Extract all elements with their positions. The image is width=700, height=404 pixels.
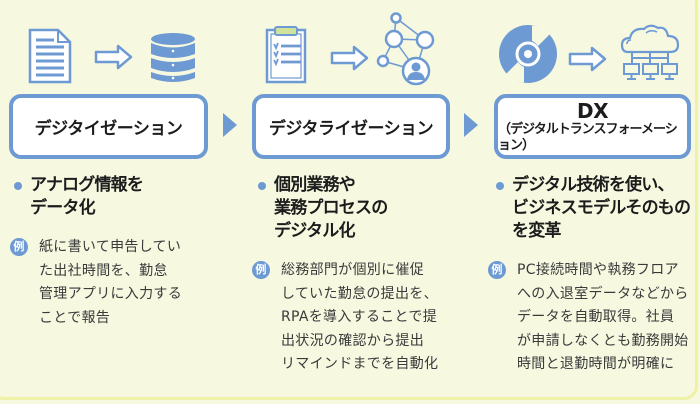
database-icon xyxy=(151,33,195,82)
example-line: 総務部門が個別に催促 xyxy=(281,262,424,278)
example-badge-icon: 例 xyxy=(10,238,28,256)
stage-title: デジタイゼーション xyxy=(34,119,183,139)
summary-line: 業務プロセスの xyxy=(274,198,388,218)
stage-digitization: デジタイゼーション アナログ情報を データ化 例 紙に書いて申告してい た出社時… xyxy=(0,0,235,404)
next-stage-arrow-icon xyxy=(464,113,478,137)
stage-summary: デジタル技術を使い、 ビジネスモデルそのもの を変革 xyxy=(496,174,696,243)
bullet-dot-icon xyxy=(496,182,504,190)
stage-example: 例 総務部門が個別に催促 していた勤怠の提出を、 RPAを導入することで提 出状… xyxy=(252,259,466,377)
stage-icons xyxy=(474,0,700,90)
stage-summary: 個別業務や 業務プロセスの デジタル化 xyxy=(258,174,466,243)
stage-box: デジタライゼーション xyxy=(252,94,450,159)
bullet-dot-icon xyxy=(258,182,266,190)
arrow-right-icon xyxy=(330,45,369,71)
document-icon xyxy=(28,28,72,84)
example-line: していた勤怠の提出を、 xyxy=(281,285,438,302)
summary-line: を変革 xyxy=(512,221,561,241)
stage-title: デジタライゼーション xyxy=(268,119,434,139)
summary-line: アナログ情報を xyxy=(30,175,144,195)
stage-subtitle: （デジタルトランスフォーメーション） xyxy=(498,121,678,153)
stage-summary: アナログ情報を データ化 xyxy=(14,174,231,220)
example-line: た出社時間を、勤怠 xyxy=(39,262,168,279)
example-badge-icon: 例 xyxy=(252,261,270,279)
example-line: 管理アプリに入力する xyxy=(39,286,182,302)
arrow-right-icon xyxy=(568,46,607,72)
stage-box: デジタイゼーション xyxy=(9,94,208,159)
example-line: への入退室データなどから xyxy=(517,285,689,302)
example-line: 出状況の確認から提出 xyxy=(281,332,424,349)
arrow-right-icon xyxy=(94,44,133,70)
example-line: リマインドまでを自動化 xyxy=(281,356,439,372)
stage-dx: DX （デジタルトランスフォーメーション） デジタル技術を使い、 ビジネスモデル… xyxy=(474,0,700,404)
disc-icon xyxy=(499,25,557,83)
summary-line: デジタル化 xyxy=(274,221,355,241)
stage-icons xyxy=(0,0,235,90)
example-line: 紙に書いて申告してい xyxy=(39,239,182,255)
stage-title: DX xyxy=(576,98,609,123)
summary-line: データ化 xyxy=(30,198,96,218)
example-line: ことで報告 xyxy=(39,309,111,326)
example-line: が申請しなくとも勤務開始 xyxy=(517,332,689,349)
example-line: RPAを導入することで提 xyxy=(281,309,438,325)
summary-line: 個別業務や xyxy=(274,175,356,195)
stage-icons xyxy=(238,0,470,90)
stage-box: DX （デジタルトランスフォーメーション） xyxy=(494,94,691,159)
example-badge-icon: 例 xyxy=(488,261,506,279)
stage-digitalization: デジタライゼーション 個別業務や 業務プロセスの デジタル化 例 総務部門が個別… xyxy=(238,0,470,404)
summary-line: ビジネスモデルそのもの xyxy=(512,198,691,218)
stage-example: 例 紙に書いて申告してい た出社時間を、勤怠 管理アプリに入力する ことで報告 xyxy=(10,236,231,330)
example-line: PC接続時間や執務フロア xyxy=(517,262,679,278)
summary-line: デジタル技術を使い、 xyxy=(512,175,674,195)
example-line: データを自動取得。社員 xyxy=(517,309,675,325)
cloud-network-icon xyxy=(620,24,680,80)
example-line: 時間と退勤時間が明確に xyxy=(517,356,675,372)
bullet-dot-icon xyxy=(14,182,22,190)
network-person-icon xyxy=(376,12,435,86)
stage-example: 例 PC接続時間や執務フロア への入退室データなどから データを自動取得。社員 … xyxy=(488,259,696,377)
clipboard-checklist-icon xyxy=(265,26,307,84)
next-stage-arrow-icon xyxy=(223,113,237,137)
